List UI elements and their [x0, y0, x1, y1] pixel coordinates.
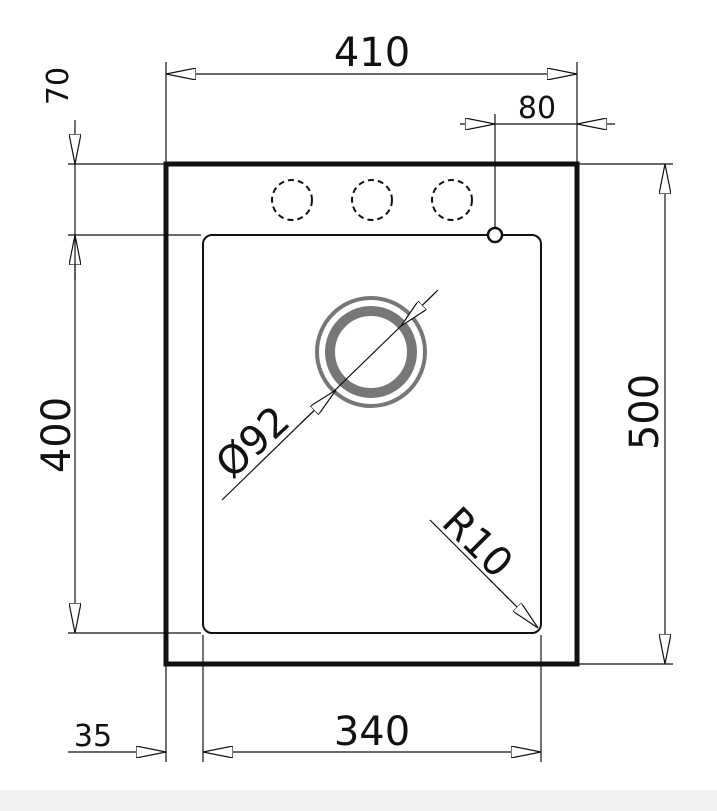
overflow-hole	[486, 226, 504, 244]
label-corner-radius: R10	[433, 499, 521, 587]
label-side-margin: 35	[74, 719, 112, 754]
dimension-corner-radius	[429, 519, 538, 628]
dimension-bottom	[68, 635, 542, 762]
footer-strip	[0, 790, 717, 811]
tap-hole-2	[351, 179, 393, 221]
label-top-margin: 70	[41, 67, 76, 105]
label-drain-diameter: Ø92	[207, 398, 299, 488]
dimension-overall-depth	[579, 163, 673, 665]
label-overall-depth: 500	[622, 374, 668, 450]
bowl-outline	[202, 234, 542, 634]
dimension-drain-diameter	[221, 289, 439, 501]
label-bowl-width: 340	[334, 709, 410, 755]
label-bowl-depth: 400	[34, 397, 80, 473]
dimension-overall-width	[165, 62, 578, 162]
tap-hole-3	[431, 179, 473, 221]
sink-outline	[163, 161, 580, 667]
dimension-left	[68, 120, 201, 634]
label-tap-offset: 80	[518, 91, 556, 126]
drain	[315, 296, 427, 408]
dimension-tap-offset	[460, 114, 615, 228]
label-overall-width: 410	[334, 30, 410, 76]
tap-hole-1	[271, 179, 313, 221]
